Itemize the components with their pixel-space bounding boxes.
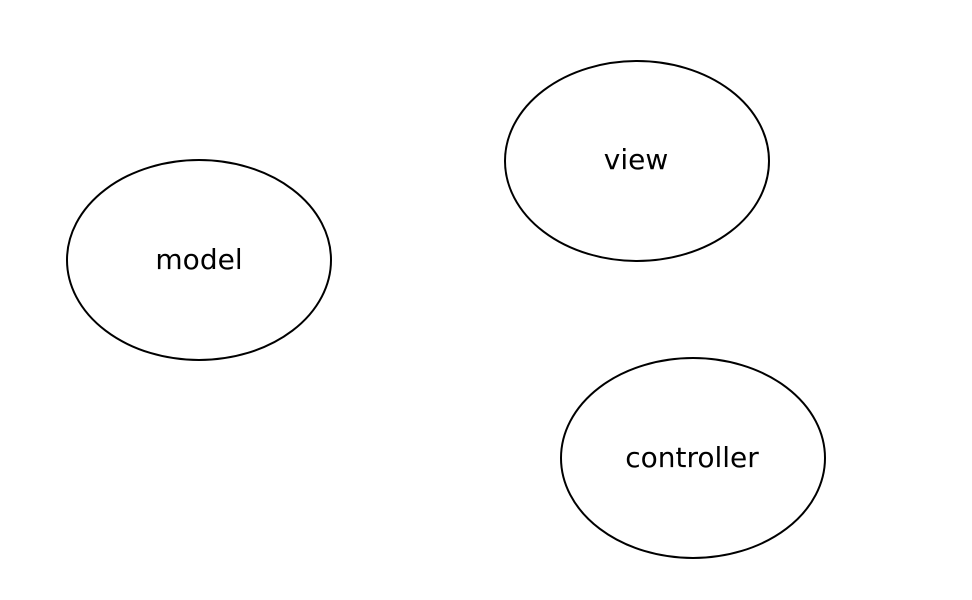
node-controller: controller [560,357,826,559]
controller-ellipse [560,357,826,559]
view-ellipse [504,60,770,262]
node-view: view [504,60,770,262]
node-model: model [66,159,332,361]
controller-label: controller [625,441,759,474]
model-ellipse [66,159,332,361]
view-label: view [604,143,668,176]
model-label: model [155,243,242,276]
